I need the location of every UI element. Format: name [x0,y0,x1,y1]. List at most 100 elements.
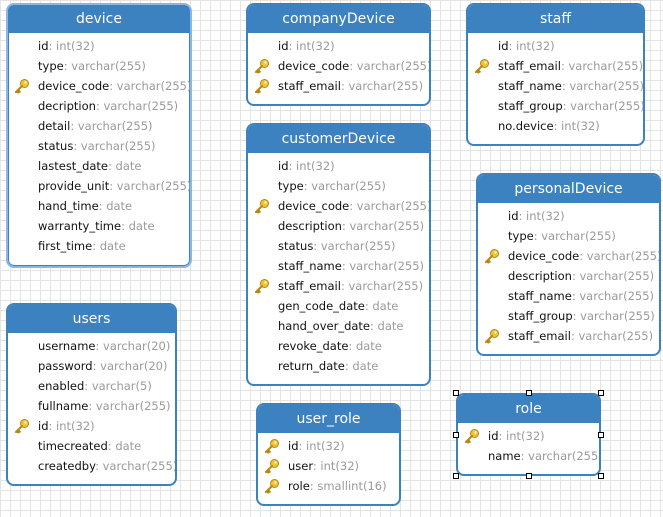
field-row[interactable]: description: varchar(255) [248,216,429,236]
table-companydevice[interactable]: companyDevice id: int(32)device_code: var… [246,3,431,106]
table-title[interactable]: device [8,5,190,33]
field-row[interactable]: decription: varchar(255) [8,96,190,116]
field-row[interactable]: id: int(32) [458,426,599,446]
field-row[interactable]: type: varchar(255) [478,226,659,246]
table-title[interactable]: role [458,395,599,423]
field-separator: : [84,379,92,393]
field-row[interactable]: user: int(32) [258,456,399,476]
table-title[interactable]: companyDevice [248,5,429,33]
field-row[interactable]: detail: varchar(255) [8,116,190,136]
field-row[interactable]: password: varchar(20) [8,356,175,376]
field-row[interactable]: first_time: date [8,236,190,256]
field-name: staff_group [508,309,573,323]
field-name: id [488,429,499,443]
field-row[interactable]: status: varchar(255) [248,236,429,256]
field-row[interactable]: hand_over_date: date [248,316,429,336]
resize-handle-s[interactable] [525,473,532,479]
field-row[interactable]: type: varchar(255) [8,56,190,76]
field-name: staff_group [498,99,563,113]
field-row[interactable]: status: varchar(255) [8,136,190,156]
field-row[interactable]: id: int(32) [258,436,399,456]
field-name: name [488,449,521,463]
field-row[interactable]: username: varchar(20) [8,336,175,356]
table-customerdevice[interactable]: customerDevice id: int(32)type: varchar(2… [246,123,431,386]
table-title[interactable]: user_role [258,405,399,433]
field-row[interactable]: description: varchar(255) [478,266,659,286]
field-type: varchar(255) [569,79,645,93]
field-name: staff_name [508,289,572,303]
table-user-role[interactable]: user_role id: int(32)user: int(32)role: s… [256,403,401,506]
field-row[interactable]: lastest_date: date [8,156,190,176]
field-row[interactable]: name: varchar(255) [458,446,599,466]
field-name: staff_name [278,259,342,273]
field-row[interactable]: fullname: varchar(255) [8,396,175,416]
field-type: date [106,199,133,213]
field-row[interactable]: gen_code_date: date [248,296,429,316]
field-separator: : [88,399,96,413]
table-title[interactable]: users [8,305,175,333]
field-row[interactable]: id: int(32) [468,36,643,56]
resize-handle-sw[interactable] [453,473,459,479]
field-row[interactable]: return_date: date [248,356,429,376]
field-row[interactable]: id: int(32) [8,416,175,436]
field-row[interactable]: enabled: varchar(5) [8,376,175,396]
table-role[interactable]: role id: int(32)name: varchar(255) [456,393,601,476]
table-personaldevice[interactable]: personalDevice id: int(32)type: varchar(2… [476,173,661,356]
field-separator: : [121,219,129,233]
field-row[interactable]: warranty_time: date [8,216,190,236]
field-type: int(32) [306,439,345,453]
field-row[interactable]: device_code: varchar(255) [8,76,190,96]
key-icon [264,438,280,460]
field-name: status [38,139,74,153]
field-row[interactable]: device_code: varchar(255) [478,246,659,266]
field-name: id [38,419,49,433]
field-row[interactable]: timecreated: date [8,436,175,456]
field-row[interactable]: hand_time: date [8,196,190,216]
field-row[interactable]: device_code: varchar(255) [248,56,429,76]
field-row[interactable]: id: int(32) [248,156,429,176]
field-type: int(32) [56,39,95,53]
field-type: int(32) [56,419,95,433]
field-row[interactable]: staff_name: varchar(255) [468,76,643,96]
field-type: varchar(255) [77,119,153,133]
field-row[interactable]: staff_group: varchar(255) [478,306,659,326]
field-row[interactable]: id: int(32) [478,206,659,226]
field-row[interactable]: role: smallint(16) [258,476,399,496]
resize-handle-nw[interactable] [453,390,459,396]
field-separator: : [95,339,104,353]
field-row[interactable]: createdby: varchar(255) [8,456,175,476]
table-staff[interactable]: staff id: int(32)staff_email: varchar(255… [466,3,645,146]
table-title[interactable]: personalDevice [478,175,659,203]
field-separator: : [288,39,297,53]
resize-handle-n[interactable] [525,390,532,396]
table-title[interactable]: customerDevice [248,125,429,153]
resize-handle-e[interactable] [598,431,604,438]
field-row[interactable]: type: varchar(255) [248,176,429,196]
table-users[interactable]: users username: varchar(20)password: varc… [6,303,177,486]
table-device[interactable]: device id: int(32)type: varchar(255)devic… [6,3,192,268]
field-row[interactable]: staff_group: varchar(255) [468,96,643,116]
field-name: type [278,179,304,193]
field-row[interactable]: staff_name: varchar(255) [478,286,659,306]
key-icon [14,78,30,100]
table-title[interactable]: staff [468,5,643,33]
field-row[interactable]: revoke_date: date [248,336,429,356]
field-type: varchar(255) [102,459,177,473]
field-row[interactable]: staff_email: varchar(255) [468,56,643,76]
field-row[interactable]: staff_name: varchar(255) [248,256,429,276]
field-name: device_code [508,249,580,263]
resize-handle-w[interactable] [453,431,459,438]
field-row[interactable]: provide_unit: varchar(255) [8,176,190,196]
key-icon [264,478,280,500]
field-row[interactable]: id: int(32) [248,36,429,56]
field-row[interactable]: device_code: varchar(255) [248,196,429,216]
resize-handle-ne[interactable] [598,390,604,396]
key-icon [254,58,270,80]
field-row[interactable]: staff_email: varchar(255) [248,76,429,96]
field-name: type [508,229,534,243]
resize-handle-se[interactable] [598,473,604,479]
field-row[interactable]: no.device: int(32) [468,116,643,136]
field-row[interactable]: staff_email: varchar(255) [478,326,659,346]
field-row[interactable]: staff_email: varchar(255) [248,276,429,296]
field-row[interactable]: id: int(32) [8,36,190,56]
